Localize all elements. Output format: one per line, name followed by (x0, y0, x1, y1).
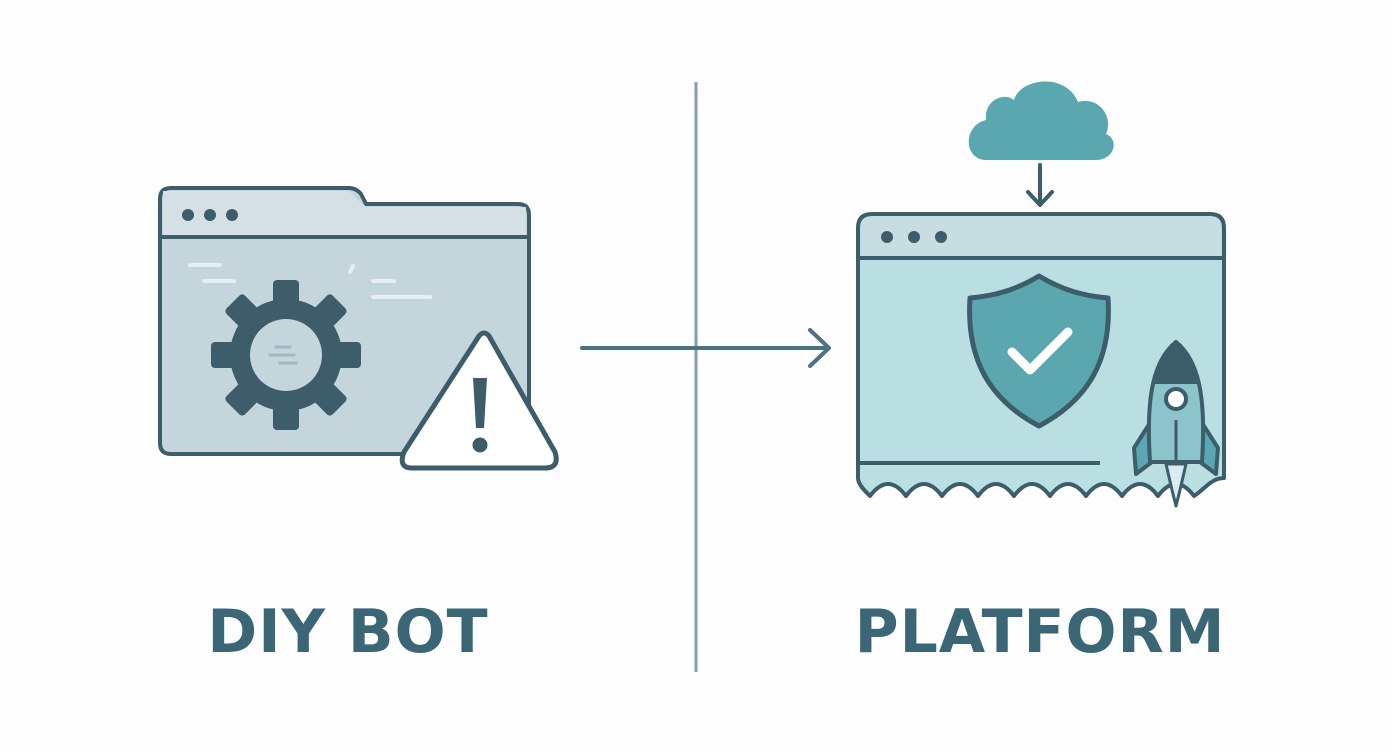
rocket-icon (1132, 340, 1220, 508)
warning-icon (399, 330, 559, 471)
window-dot (182, 209, 194, 221)
platform-label: PLATFORM (854, 597, 1226, 667)
shield-check-icon (967, 273, 1111, 429)
diy-bot-label: DIY BOT (207, 597, 489, 667)
download-arrow-icon (1026, 163, 1054, 207)
window-dot (881, 231, 893, 243)
window-dot (204, 209, 216, 221)
transition-arrow-icon (580, 328, 831, 368)
gear-icon (211, 280, 361, 430)
window-dot (908, 231, 920, 243)
window-dot (226, 209, 238, 221)
window-dot (935, 231, 947, 243)
cloud-icon (968, 81, 1114, 160)
